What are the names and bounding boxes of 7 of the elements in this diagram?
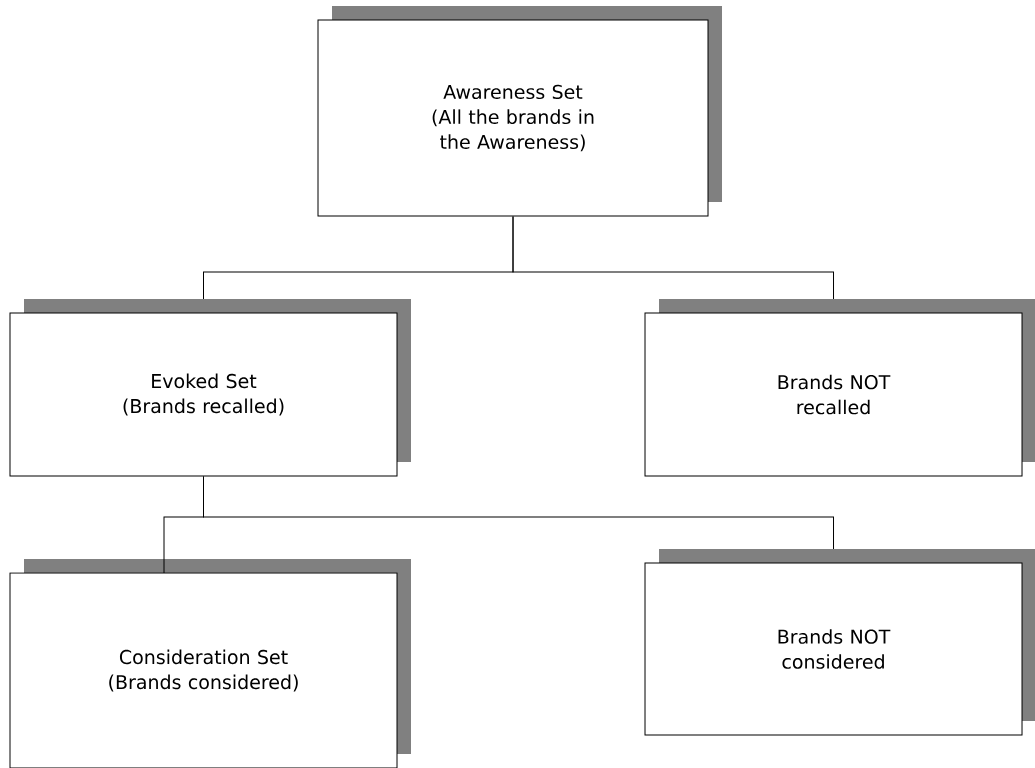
set-box: Brands NOT considered: [644, 562, 1023, 736]
set-box: Awareness Set (All the brands in the Awareness): [317, 19, 709, 217]
set-box: Consideration Set (Brands considered): [9, 572, 398, 768]
connector-line: [512, 216, 834, 300]
set-box: Evoked Set (Brands recalled): [9, 312, 398, 477]
connector-line: [203, 476, 834, 550]
set-box: Brands NOT recalled: [644, 312, 1023, 477]
